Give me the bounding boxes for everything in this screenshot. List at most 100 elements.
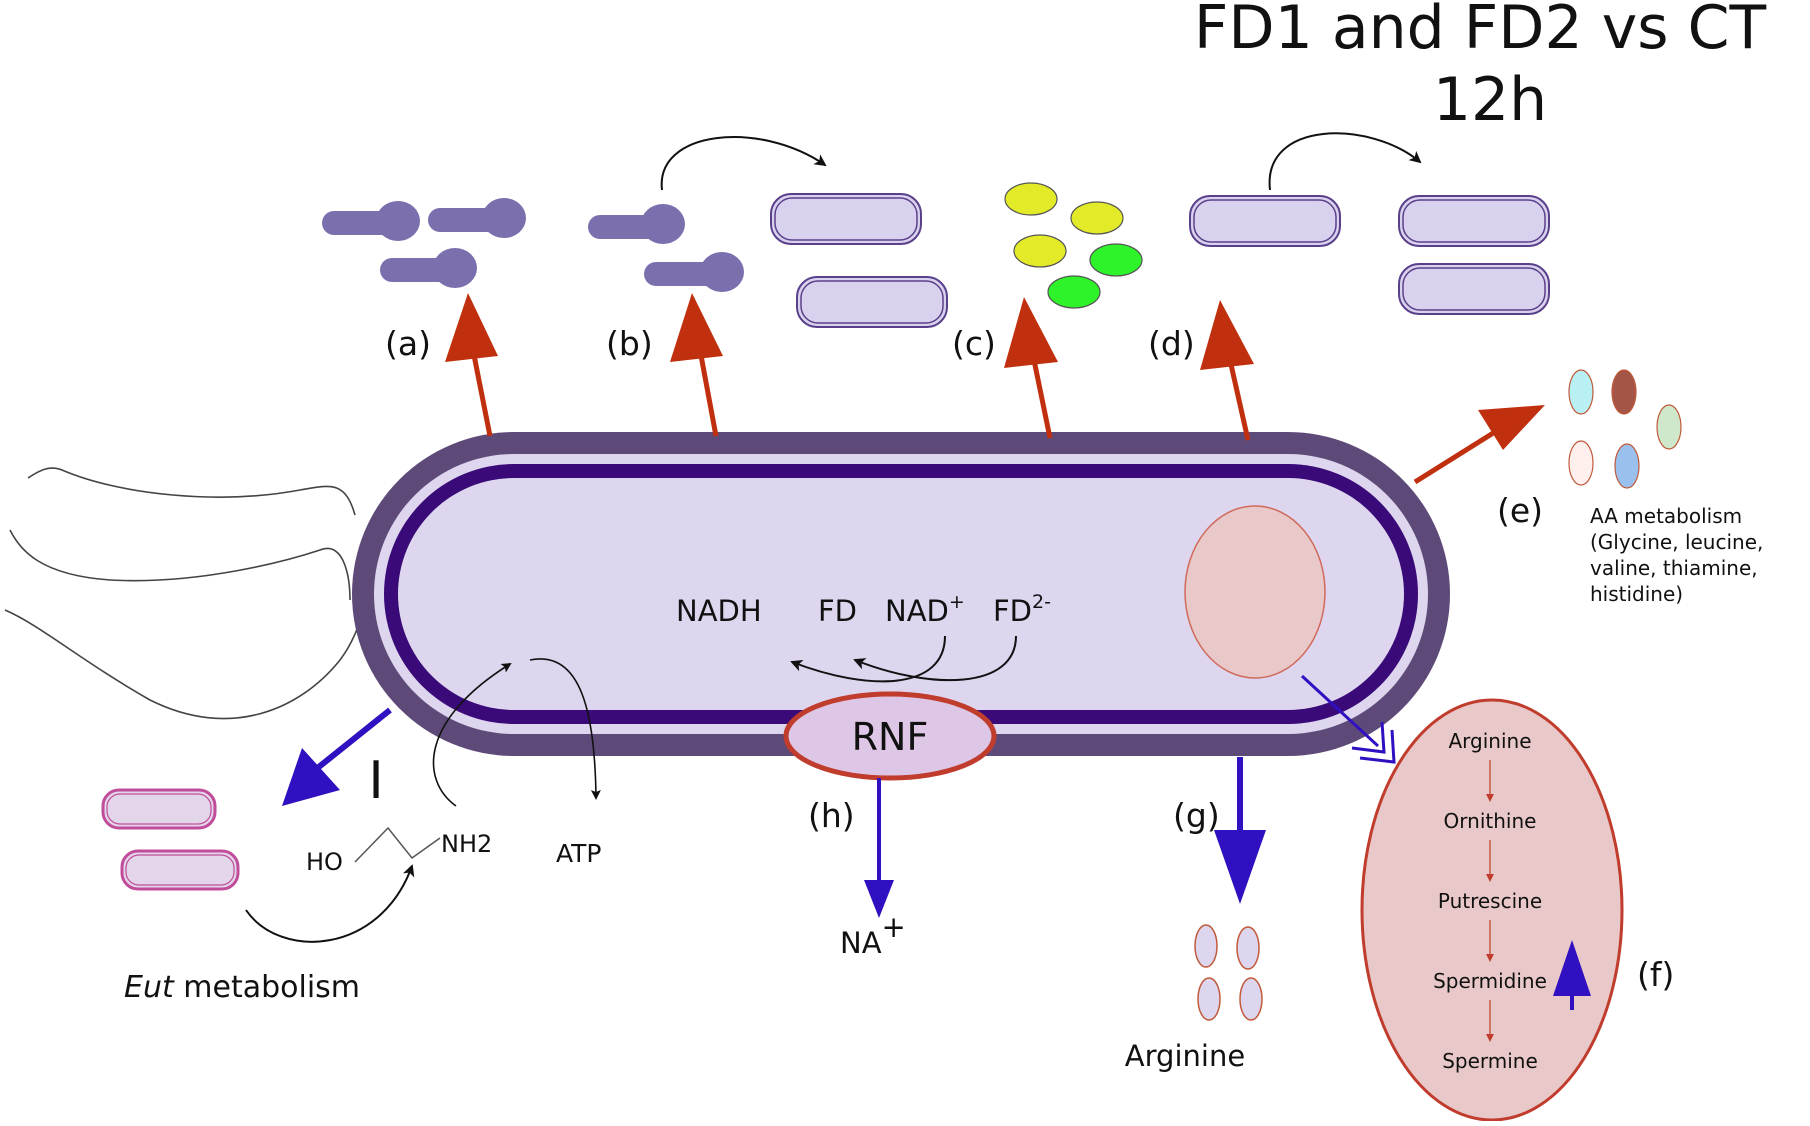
rod-d1-inner (1193, 199, 1337, 243)
aa-line-1: AA metabolism (1590, 504, 1742, 528)
ethanolamine-uptake-arrow (432, 662, 512, 807)
arrow-c-shaft (1031, 359, 1053, 439)
eut-rod-cells (101, 788, 240, 891)
coccus-yellow-3 (1013, 234, 1067, 268)
title-line-1: FD1 and FD2 vs CT (1194, 0, 1767, 63)
arrow-b-shaft (697, 349, 719, 437)
eut-metabolism-label: Eut metabolism (124, 970, 360, 1005)
rod-b1-inner (774, 197, 918, 241)
label-g: (g) (1173, 796, 1220, 835)
phage-particles-b (588, 204, 744, 292)
pathway-step-arginine: Arginine (1448, 729, 1531, 753)
aa-line-2: (Glycine, leucine, (1590, 530, 1763, 554)
rod-d3-inner (1402, 267, 1546, 311)
metabolite-blue (1614, 443, 1640, 489)
to-pathway-line (1300, 674, 1380, 748)
rod-cells-b (770, 193, 948, 328)
flagellum-3 (4, 609, 361, 720)
arginine-mol-4 (1239, 977, 1263, 1021)
arrow-a-shaft (470, 349, 493, 437)
arrow-b-conversion (660, 136, 827, 191)
eut-rod-1-inner (106, 793, 212, 825)
arginine-mol-1 (1194, 924, 1218, 968)
pathway-step-putrescine: Putrescine (1438, 889, 1542, 913)
rnf-complex (783, 691, 997, 781)
cocci-c (1004, 182, 1143, 309)
nadh-label: NADH (676, 594, 762, 628)
metabolite-white (1568, 440, 1594, 486)
metabolite-brown (1611, 369, 1637, 415)
label-b: (b) (606, 324, 653, 363)
ho-label: HO (306, 848, 343, 876)
aa-line-4: histidine) (1590, 582, 1683, 606)
bacterium-cell (352, 432, 1450, 756)
phage-a2-head (482, 198, 526, 238)
nad-to-nadh-arrow (790, 635, 946, 683)
coccus-green-2 (1047, 275, 1101, 309)
inhibition-symbol: I (368, 751, 383, 811)
arginine-mol-2 (1236, 926, 1260, 970)
ethanolamine-structure: HO NH2 (306, 826, 492, 876)
metabolite-green (1656, 404, 1682, 450)
rnf-label: RNF (852, 715, 929, 759)
eut-rod-1 (101, 788, 217, 830)
arrow-d-head (1200, 300, 1254, 370)
phage-a1-head (376, 201, 420, 241)
flagellum-2 (9, 529, 351, 601)
coccus-yellow-1 (1004, 182, 1058, 216)
phage-a3-head (433, 248, 477, 288)
metabolite-cyan (1568, 369, 1594, 415)
ethanolamine-bonds (354, 826, 441, 863)
eut-rod-2 (120, 849, 240, 891)
phage-particles-a (322, 198, 526, 288)
fd2-to-fd-arrow (853, 635, 1017, 682)
inclusion-body (1184, 505, 1326, 679)
sodium-label: NA+ (840, 910, 906, 960)
upregulation-head (1553, 940, 1591, 996)
arrow-e-shaft (1413, 427, 1500, 485)
arginine-molecules (1194, 924, 1263, 1021)
label-c: (c) (952, 324, 996, 363)
arrow-b-head (670, 293, 723, 362)
arrow-d-shaft (1227, 359, 1251, 441)
phage-b1-head (641, 204, 685, 244)
aa-metabolism-caption: AA metabolism (Glycine, leucine, valine,… (1590, 504, 1763, 606)
rod-d3-outer (1398, 263, 1550, 315)
label-h: (h) (808, 796, 855, 835)
arrow-h-head (864, 880, 894, 918)
rod-d2-inner (1402, 199, 1546, 243)
export-arrows (445, 293, 1545, 485)
rod-b2-inner (800, 280, 944, 324)
coccus-green-1 (1089, 243, 1143, 277)
title-line-2: 12h (1433, 65, 1547, 135)
cytoplasm (398, 478, 1404, 710)
polyamine-pathway-body (1360, 698, 1624, 1122)
arrow-e-head (1478, 405, 1545, 450)
label-d: (d) (1148, 324, 1195, 363)
arrow-eut-shaft (313, 707, 392, 773)
eut-rod-2-inner (125, 854, 235, 886)
arrow-g-head (1214, 830, 1266, 904)
fd2-label: FD2- (993, 591, 1051, 628)
aa-metabolites (1568, 369, 1682, 489)
fd-label: FD (818, 594, 857, 628)
rod-d2-outer (1398, 195, 1550, 247)
atp-arrow (529, 658, 601, 800)
polyamine-pathway: ArginineOrnithinePutrescineSpermidineSpe… (1433, 729, 1547, 1073)
rod-cells-d (1189, 195, 1550, 315)
arrow-a-head (445, 293, 498, 362)
arrow-c-head (1004, 297, 1058, 368)
label-e: (e) (1497, 491, 1543, 530)
arrow-d-conversion (1268, 132, 1422, 191)
rod-b2-outer (796, 276, 948, 328)
arginine-mol-3 (1197, 977, 1221, 1021)
arginine-export-label: Arginine (1125, 1039, 1245, 1073)
rod-d1-outer (1189, 195, 1341, 247)
label-a: (a) (385, 324, 431, 363)
nad-plus-label: NAD+ (885, 591, 965, 628)
to-pathway-head-1 (1351, 721, 1386, 754)
to-pathway-head-2 (1359, 729, 1396, 764)
pathway-step-ornithine: Ornithine (1444, 809, 1537, 833)
